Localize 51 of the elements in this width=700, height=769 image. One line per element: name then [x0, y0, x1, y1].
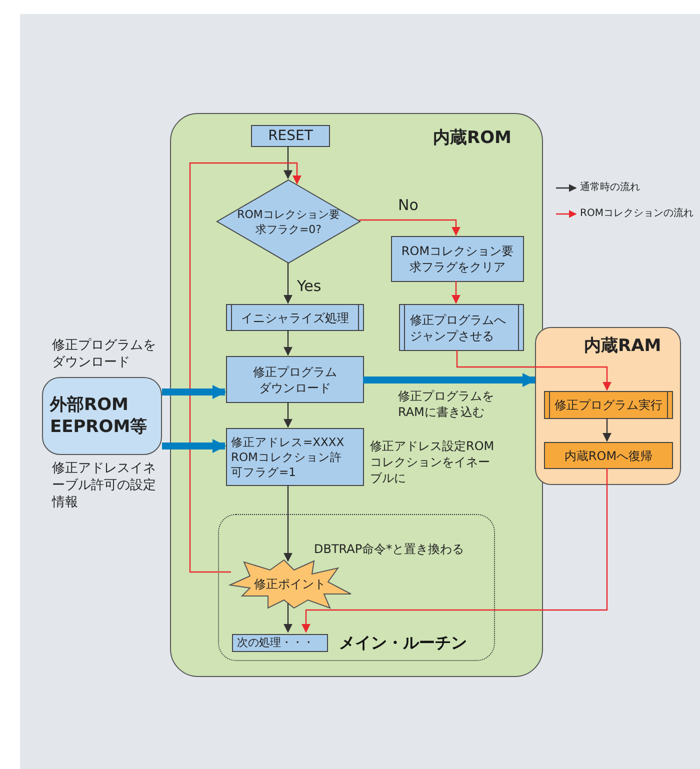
arrow: [162, 385, 226, 399]
arrow: [284, 603, 292, 633]
edge-label: No: [398, 197, 420, 213]
arrow: [284, 146, 292, 180]
process-box: [544, 442, 673, 469]
edge-label: 修正プログラムをRAMに書き込む: [398, 388, 495, 420]
process-box: [226, 428, 364, 486]
arrow: [302, 468, 608, 633]
ram-region: [535, 327, 681, 485]
node-text: 修正プログラムダウンロード: [252, 364, 338, 396]
node-text: 内蔵ROMへ復帰: [563, 448, 654, 464]
node-text: 修正プログラム実行: [554, 397, 664, 414]
region-title: メイン・ルーチン: [339, 632, 467, 654]
arrow: [456, 350, 612, 391]
arrow: [363, 373, 536, 387]
region-title: 内蔵RAM: [584, 335, 662, 358]
arrow: [452, 281, 460, 304]
node-text: イニシャライズ処理: [240, 310, 350, 326]
external-memory-box: [42, 377, 162, 455]
subroutine-box: [399, 304, 524, 351]
arrow: [602, 418, 612, 442]
edge-label: Yes: [297, 278, 322, 294]
arrow: [359, 219, 460, 236]
region-title: 内蔵ROM: [433, 127, 512, 150]
arrow: [284, 485, 292, 562]
annotation-text: 修正アドレスイネーブル許可の設定情報: [52, 460, 157, 511]
arrow: [284, 262, 292, 304]
annotation-text: 修正アドレス設定ROMコレクションをイネーブルに: [370, 438, 496, 486]
legend-text: 通常時の流れ: [580, 180, 640, 195]
node-text: ROMコレクション要求フラク=0?: [236, 206, 341, 236]
rom-region: [170, 113, 543, 677]
arrow: [284, 402, 292, 428]
node-text: 外部ROM EEPROM等: [50, 394, 148, 438]
process-box: [391, 236, 524, 282]
subroutine-box: [226, 304, 364, 331]
process-box: [226, 356, 364, 403]
node-text: RESET: [267, 126, 314, 146]
arrow: [162, 439, 226, 453]
node-text: ROMコレクション要求フラグをクリア: [400, 243, 515, 275]
dotted-region: [218, 514, 495, 661]
legend-text: ROMコレクションの流れ: [580, 206, 694, 221]
node-text: 修正ポイント: [254, 576, 326, 593]
arrow: [284, 330, 292, 356]
process-box: [251, 125, 330, 147]
node-text: 修正プログラムへジャンプさせる: [409, 312, 507, 344]
annotation-text: 修正プログラムをダウンロード: [52, 337, 157, 371]
node-text: 修正アドレス=XXXX ROMコレクション許可フラグ=1: [230, 434, 345, 480]
annotation-text: DBTRAP命令*と置き換わる: [314, 541, 466, 557]
process-box: [232, 634, 328, 652]
node-text: 次の処理・・・: [236, 636, 314, 650]
process-box: [544, 391, 673, 419]
